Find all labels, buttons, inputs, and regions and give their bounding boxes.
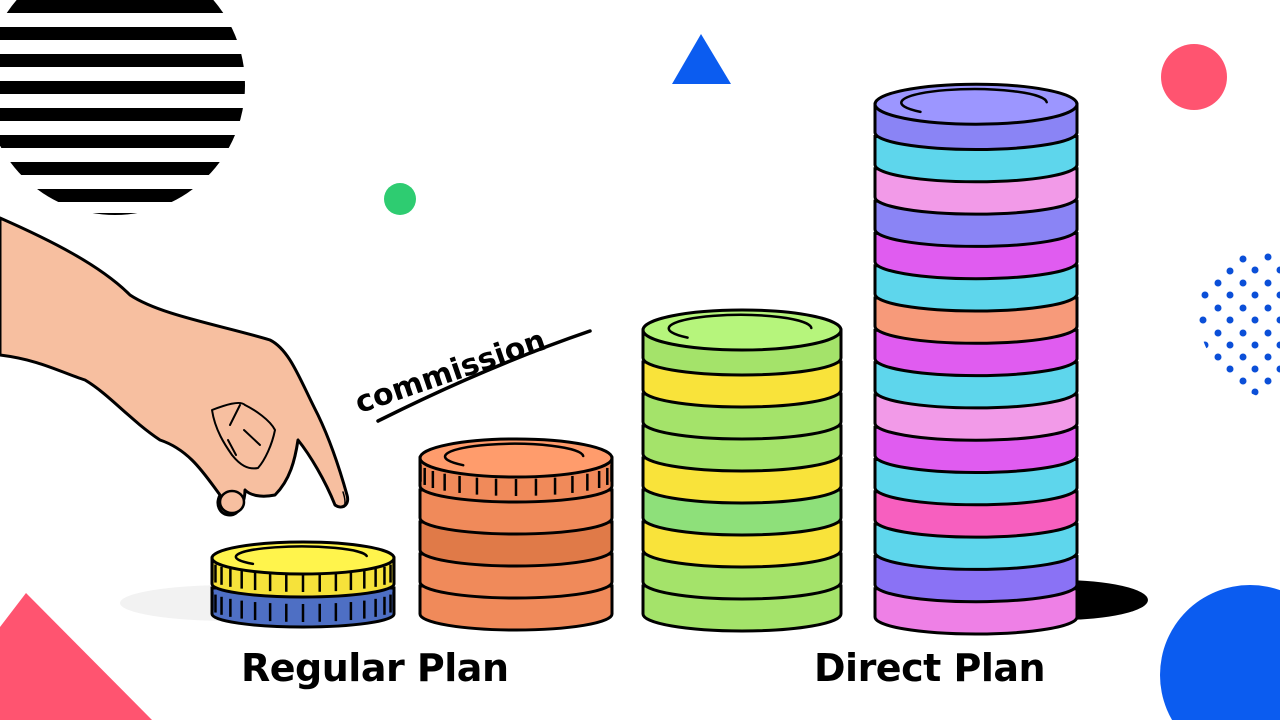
coin-stack-direct-green — [641, 308, 843, 633]
green-dot-decoration — [384, 183, 416, 215]
direct-plan-label: Direct Plan — [814, 646, 1046, 690]
hand-illustration — [0, 216, 350, 517]
coin-stack-regular-small — [210, 540, 396, 629]
striped-circle-decoration — [0, 0, 245, 215]
dotted-circle-decoration — [1199, 253, 1280, 396]
commission-underline — [376, 329, 592, 423]
coin-stacks — [210, 82, 1079, 636]
blue-triangle-decoration — [672, 34, 731, 84]
red-triangle-decoration — [0, 593, 152, 720]
blue-circle-decoration — [1160, 585, 1280, 720]
red-circle-decoration — [1161, 44, 1227, 110]
coin-stack-direct-tall — [873, 82, 1079, 636]
regular-plan-label: Regular Plan — [241, 646, 509, 690]
coin-stack-regular-orange — [418, 437, 614, 632]
